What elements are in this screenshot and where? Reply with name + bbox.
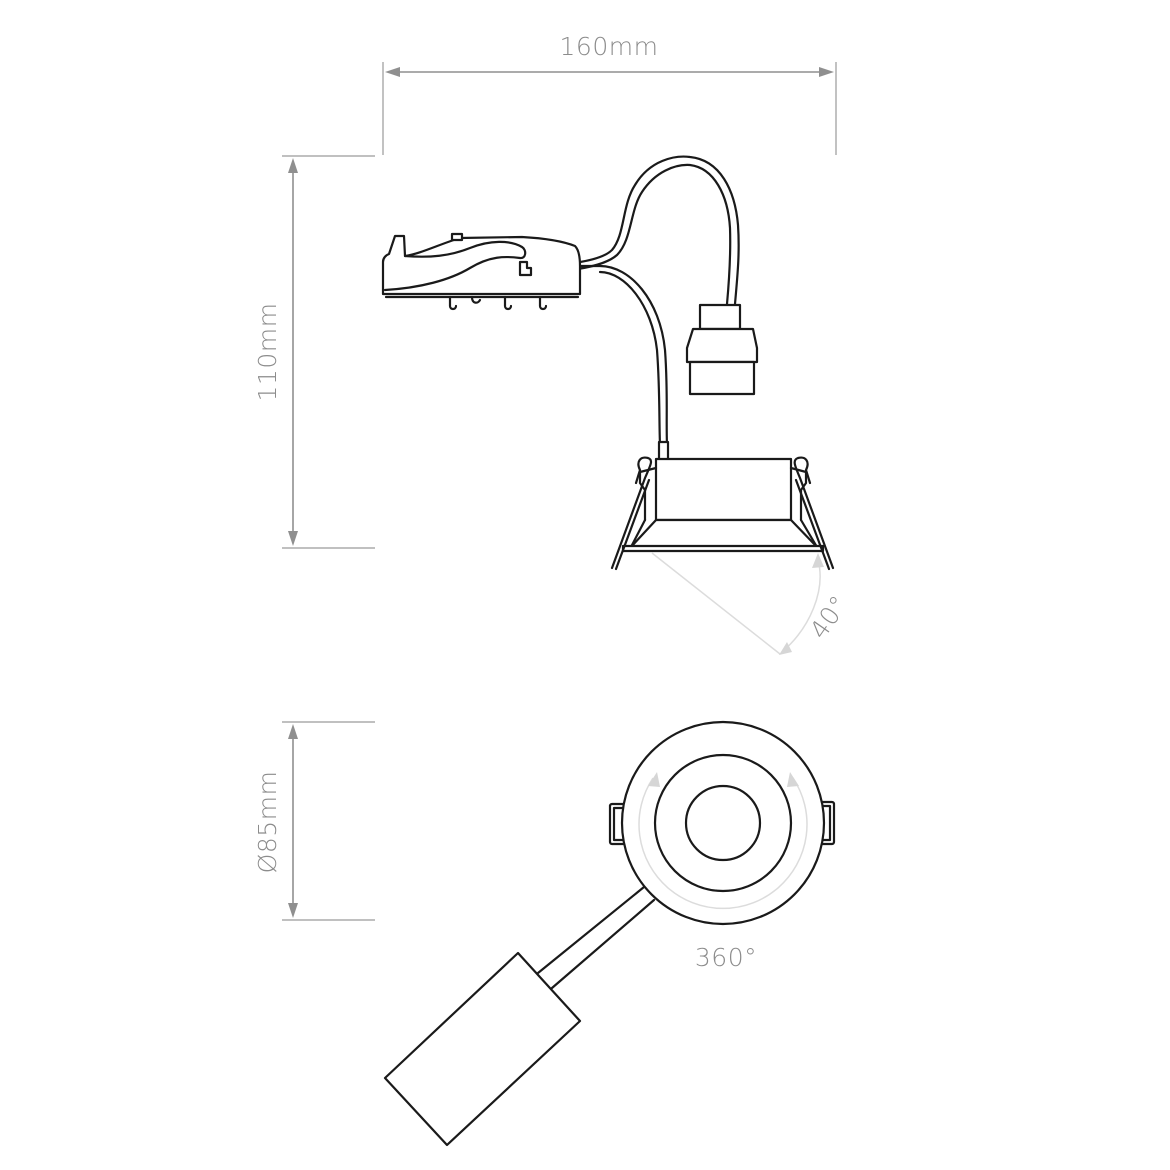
fitting-left-edge [629,518,647,549]
top-view: 360° [383,720,836,1147]
rotation-arrow-right-icon [787,772,799,787]
cable-clamp [518,260,533,277]
rotation-label: 360° [695,943,757,972]
width-label: 160mm [560,32,659,61]
cable-sleeve [657,440,670,462]
arrow-down-icon [779,642,792,655]
plug-top [698,303,742,331]
arrow-up-icon [288,724,298,739]
driver-box [383,951,582,1147]
terminal-pin-1 [448,295,458,311]
arrow-down-icon [288,531,298,546]
connector-lever [383,240,527,292]
fitting-right-edge [799,518,819,549]
height-label: 110mm [253,303,282,402]
cable-lower-outer [526,264,669,447]
fitting-bezel [621,544,825,553]
diameter-label: Ø85mm [253,771,282,874]
plug-connector [685,303,759,396]
terminal-pin-2 [470,295,482,304]
tilt-label: 40° [804,590,854,644]
spring-clip-left-inner [614,478,651,571]
cable-edge-top [536,885,646,975]
width-dimension: 160mm [382,32,837,155]
terminal-pin-4 [538,295,548,311]
outer-bezel [620,720,826,926]
spring-clip-right [793,456,835,570]
cable-upper-outer [526,155,740,306]
fitting-housing [654,457,793,522]
rotation-arrow-left-icon [648,772,660,787]
connector-tab [450,232,464,242]
side-view: 40° [381,155,854,655]
spring-clips [610,456,835,571]
fitting-right-side [789,466,808,522]
spring-clip-left [610,456,653,570]
arrow-left-icon [385,67,400,77]
fitting-left-side [638,466,658,522]
cable-edge-bottom [550,898,656,990]
cable-upper-inner [526,163,732,306]
plug-body [685,327,759,364]
plug-bottom [688,360,756,396]
rotation-arc [638,777,808,910]
tilt-angle-indicator: 40° [651,552,854,655]
fitting-body [621,457,825,553]
connector-block [381,232,582,311]
height-dimension: 110mm [253,155,375,549]
fitting-flare [629,518,819,549]
inner-ring [653,753,793,893]
arrow-down-icon [288,903,298,918]
tilt-arc [781,559,821,653]
lens [684,784,762,862]
tilt-reference-line [651,552,781,655]
arrow-up-icon [288,158,298,173]
spring-clip-right-inner [794,478,831,571]
cable-lower-inner [598,270,662,447]
connector-housing [381,234,582,296]
diameter-dimension: Ø85mm [253,721,375,921]
arrow-up-icon [812,553,824,568]
arrow-right-icon [819,67,834,77]
terminal-pin-3 [503,295,513,311]
